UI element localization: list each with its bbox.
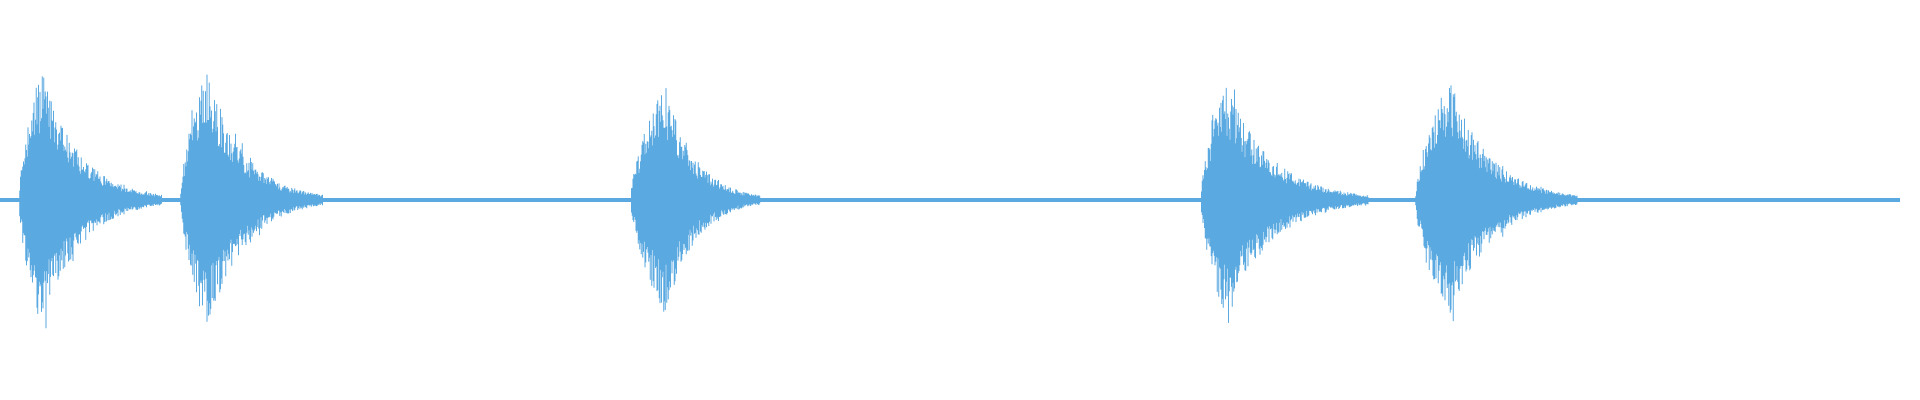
burst-5	[1415, 85, 1578, 322]
baseline-band	[0, 198, 1900, 202]
burst-1-trace	[19, 76, 162, 329]
lead-in	[0, 198, 24, 202]
burst-4	[1201, 87, 1369, 323]
sound-bursts	[19, 74, 1578, 329]
burst-1	[19, 76, 162, 329]
burst-2	[180, 74, 323, 322]
burst-3	[631, 88, 761, 312]
burst-2-trace	[180, 74, 323, 322]
burst-4-trace	[1201, 87, 1369, 323]
burst-5-trace	[1415, 85, 1578, 322]
silence-baseline	[0, 198, 1900, 202]
burst-3-trace	[631, 88, 761, 312]
